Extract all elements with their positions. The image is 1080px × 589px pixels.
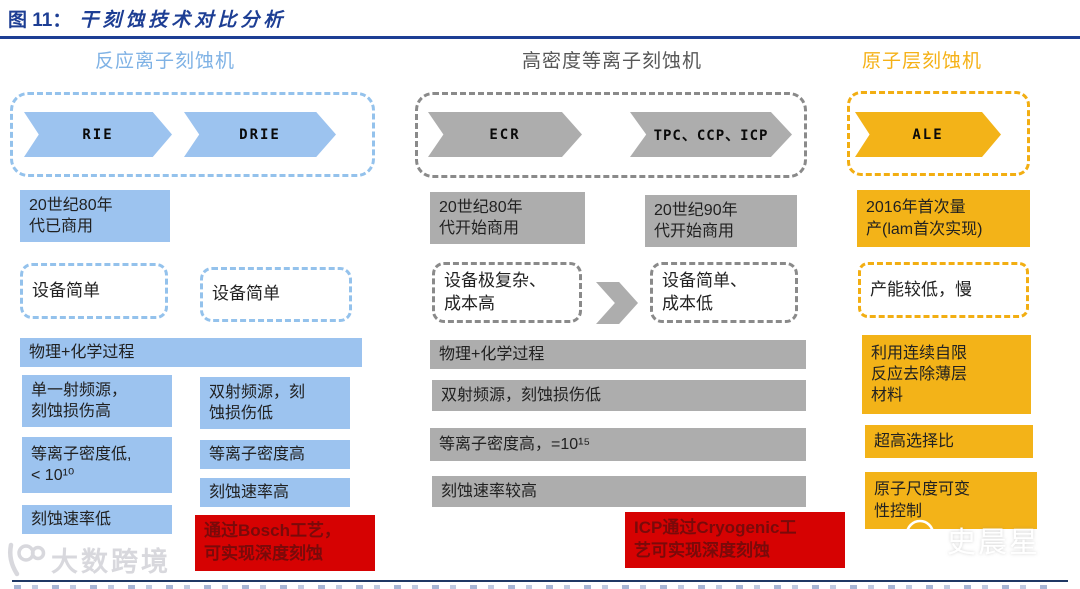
rie-attr-box-1: 设备简单: [20, 263, 168, 319]
rie-rate-high-box: 刻蚀速率高: [200, 478, 350, 507]
ale-feature-box-3: 原子尺度可变 性控制: [865, 472, 1037, 529]
rie-commercial-box: 20世纪80年 代已商用: [20, 190, 170, 242]
wechat-icon: [893, 519, 935, 559]
ale-commercial-box: 2016年首次量 产(lam首次实现): [857, 190, 1030, 247]
column-header-rie: 反应离子刻蚀机: [95, 51, 236, 72]
watermark-dashukuajing: 大数跨境: [4, 540, 171, 579]
drie-arrow: DRIE: [184, 112, 336, 157]
hdp-commercial-box-2: 20世纪90年 代开始商用: [645, 195, 797, 247]
hdp-attr-box-1: 设备极复杂、 成本高: [432, 262, 582, 323]
watermark-shichenxing: 史晨星: [893, 519, 1040, 561]
ecr-arrow: ECR: [428, 112, 582, 157]
hdp-process-box: 物理+化学过程: [430, 340, 806, 369]
ale-attr-box: 产能较低，慢: [858, 262, 1029, 318]
rie-rf-double-box: 双射频源，刻 蚀损伤低: [200, 377, 350, 429]
watermark-left-text: 大数跨境: [51, 547, 171, 577]
rie-bosch-highlight-box: 通过Bosch工艺， 可实现深度刻蚀: [195, 515, 375, 571]
ale-feature-box-1: 利用连续自限 反应去除薄层 材料: [862, 335, 1031, 414]
column-header-hdp: 高密度等离子刻蚀机: [522, 51, 703, 72]
figure-title: 图 11： 干刻蚀技术对比分析: [8, 5, 286, 32]
rie-process-box: 物理+化学过程: [20, 338, 362, 367]
rie-attr-box-2: 设备简单: [200, 267, 352, 322]
rie-density-high-box: 等离子密度高: [200, 440, 350, 469]
hdp-rate-box: 刻蚀速率较高: [432, 476, 806, 507]
hdp-rf-double-box: 双射频源，刻蚀损伤低: [432, 380, 806, 411]
rie-rf-single-box: 单一射频源， 刻蚀损伤高: [22, 375, 172, 427]
hdp-attr-box-2: 设备简单、 成本低: [650, 262, 798, 323]
cropped-source-text: [14, 585, 1054, 589]
ale-feature-box-2: 超高选择比: [865, 425, 1033, 458]
rie-rate-low-box: 刻蚀速率低: [22, 505, 172, 534]
hdp-commercial-box-1: 20世纪80年 代开始商用: [430, 192, 585, 244]
dashukuajing-logo-icon: [8, 542, 46, 576]
chevron-right-icon: [596, 282, 638, 324]
figure-name: 干刻蚀技术对比分析: [79, 10, 287, 31]
hdp-cryogenic-highlight-box: ICP通过Cryogenic工 艺可实现深度刻蚀: [625, 512, 845, 568]
watermark-right-text: 史晨星: [947, 527, 1041, 559]
title-underline: [0, 36, 1080, 39]
bottom-divider-line: [12, 580, 1068, 582]
figure-label: 图 11：: [8, 10, 72, 31]
rie-arrow: RIE: [24, 112, 172, 157]
hdp-density-box: 等离子密度高，=10¹⁵: [430, 428, 806, 461]
column-header-ale: 原子层刻蚀机: [862, 51, 983, 72]
rie-density-low-box: 等离子密度低, < 10¹⁰: [22, 437, 172, 493]
tpc-ccp-icp-arrow: TPC、CCP、ICP: [630, 112, 792, 157]
ale-arrow: ALE: [855, 112, 1001, 157]
